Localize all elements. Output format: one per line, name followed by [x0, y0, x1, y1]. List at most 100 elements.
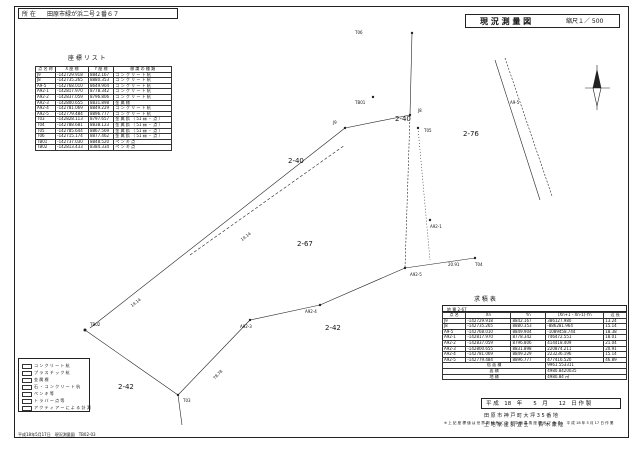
area-cell: -142729.918: [465, 317, 512, 325]
area-summary-value: 4980.84 ㎡: [545, 373, 627, 381]
dimension-line: [189, 144, 346, 256]
road-line-2: [504, 57, 553, 197]
boundary-line-north-ext: [409, 32, 413, 116]
legend-symbol-icon: [22, 363, 32, 369]
boundary-line-east-ext: [404, 257, 476, 269]
north-arrow: [585, 65, 610, 110]
coord-cell: コ ン ク リ ー ト 杭: [113, 105, 172, 112]
legend-item: ト ラ バ ー 点 等: [22, 397, 91, 404]
point-t04: T04: [475, 262, 483, 267]
coord-cell: 金 属 標: [113, 99, 172, 107]
coord-cell: 8778.342: [87, 88, 115, 95]
area-cell: -142817.970: [465, 334, 512, 341]
coord-cell: 金 属 鋲 （ 51 ㎜ ・ 点 ）: [113, 116, 172, 123]
area-cell: 386127.980: [545, 317, 605, 325]
survey-points: [83, 31, 477, 397]
legend-item: ペ ン キ 等: [22, 390, 91, 397]
point-tb01: TB01: [355, 100, 366, 105]
coord-cell: J8: [34, 77, 57, 84]
author-name: 土 地 家 屋 調 査 士 鈴 木 康 隆: [484, 422, 564, 428]
coord-header-cell: 点 名 称: [34, 66, 57, 73]
legend-item: 金 属 標: [22, 376, 91, 383]
legend-label: 石 ・ コ ン ク リ ー ト 杭: [34, 384, 81, 389]
coord-cell: A92-4: [34, 105, 57, 112]
date-box: 平 成 18 年 5 月 12 日 作 製: [481, 398, 621, 409]
boundary-line-south: [319, 267, 406, 306]
boundary-line-south-ext: [177, 394, 183, 426]
coord-cell: A92-5: [34, 110, 57, 118]
area-summary-label: 倍 面 積: [441, 362, 547, 369]
legend-symbol-icon: [22, 398, 32, 404]
point-a921: A92-1: [430, 224, 442, 229]
legend-symbol-icon: [22, 384, 32, 390]
creation-date: 平 成 18 年 5 月 12 日 作 製: [486, 401, 592, 407]
point-a925: A92-5: [410, 272, 422, 277]
bottom-label: 平成18年5月17日 現況測量図 TB02-03: [18, 432, 96, 437]
area-summary-label: 面 積: [441, 367, 547, 375]
location-label: 所 在: [22, 11, 36, 18]
legend-symbol-icon: [22, 391, 32, 397]
coord-cell: 8649.904: [87, 82, 115, 90]
coord-cell: TB02: [34, 144, 57, 151]
legend-label: ト ラ バ ー 点 等: [34, 398, 65, 403]
boundary-line-south-2: [249, 304, 321, 321]
dotted-line: [417, 127, 431, 261]
coord-list-title: 座 標 リ ス ト: [68, 55, 106, 62]
coord-cell: A9-5: [34, 82, 57, 90]
coord-cell: 金 属 鋲 （ 51 ㎜ ・ 点 ）: [113, 121, 172, 129]
point-t05: T05: [424, 128, 432, 133]
coord-cell: コ ン ク リ ー ト 杭: [113, 88, 172, 95]
area-cell: 13.24: [603, 317, 627, 325]
point-a923: A92-3: [240, 324, 252, 329]
coord-cell: 8831.898: [87, 99, 115, 107]
point-a95: A9-5: [510, 100, 520, 105]
parcel-2-42-b: 2-42: [118, 383, 134, 391]
coord-cell: 8849.229: [87, 105, 115, 112]
point-t03: T03: [183, 398, 191, 403]
boundary-line-southwest: [177, 319, 251, 396]
coord-cell: 8838.123: [87, 121, 115, 129]
coord-cell: 8796.806: [87, 94, 115, 101]
coord-cell: 8896.777: [87, 110, 115, 118]
legend-symbol-icon: [22, 405, 32, 411]
area-cell: A92-1: [441, 334, 467, 341]
area-cell: 20.91: [603, 345, 627, 353]
coord-header-cell: Y 座 標: [87, 66, 115, 73]
coord-cell: T04: [34, 121, 57, 129]
legend-box: コ ン ク リ ー ト 杭プ ラ ス チ ッ ク 杭金 属 標石 ・ コ ン ク…: [18, 358, 91, 412]
legend-label: プ ラ ス チ ッ ク 杭: [34, 370, 70, 375]
coord-cell: 8842.167: [87, 71, 115, 79]
area-cell: 18.38: [603, 328, 627, 336]
area-cell: -142735.265: [465, 323, 512, 330]
legend-symbol-icon: [22, 370, 32, 376]
parcel-2-67: 2-67: [297, 240, 313, 248]
area-cell: -886281.964: [545, 323, 605, 330]
location-address: 田原市緑が浜二号２番６７: [47, 11, 120, 18]
area-cell: 414418.409: [545, 340, 605, 347]
area-cell: -142781.069: [465, 351, 512, 358]
coord-cell: コ ン ク リ ー ト 杭: [113, 77, 172, 84]
coord-cell: 8384.334: [87, 144, 115, 151]
area-summary-value: 4980.8420035: [545, 367, 627, 375]
area-cell: 220874.211: [545, 345, 605, 353]
area-summary-label: 地 積: [441, 373, 547, 381]
area-cell: -142768.010: [465, 328, 512, 336]
coord-cell: T03: [34, 116, 57, 123]
coord-cell: 8880.353: [87, 77, 115, 84]
area-cell: A92-4: [441, 351, 467, 358]
area-cell: 223236.196: [545, 351, 605, 358]
parcel-2-76: 2-76: [463, 130, 479, 138]
